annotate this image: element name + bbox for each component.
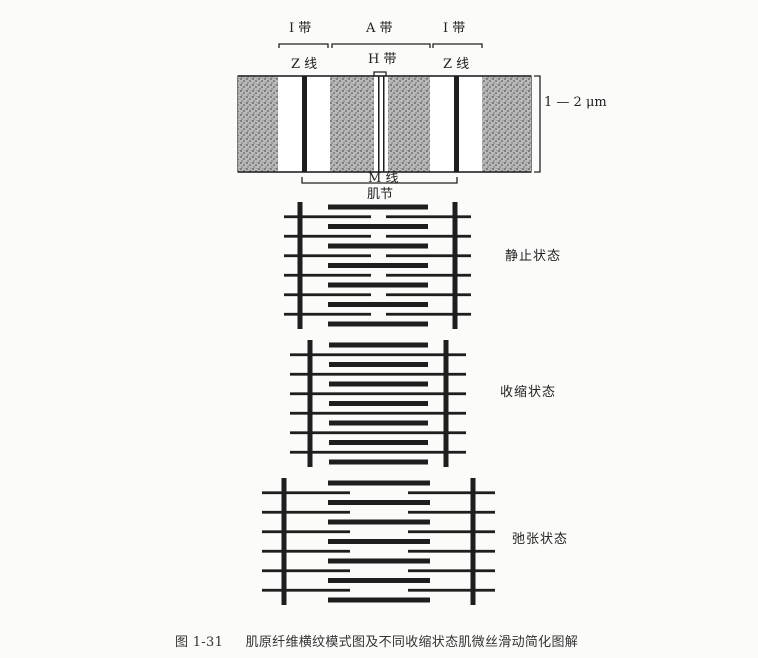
i-band-right-label: I 带 — [443, 21, 466, 36]
figure-title: 肌原纤维横纹模式图及不同收缩状态肌微丝滑动简化图解 — [245, 635, 579, 650]
thin-filament-right — [386, 312, 471, 316]
thin-filament-right — [386, 254, 471, 258]
thick-filament — [328, 597, 430, 603]
thin-filament-left — [284, 234, 371, 238]
thickness-bracket — [534, 75, 541, 173]
thin-filament-left — [284, 273, 371, 277]
h-band-label: H 带 — [368, 52, 397, 67]
m-line-2 — [383, 76, 385, 172]
filament-diagrams — [262, 202, 495, 605]
thick-filament — [328, 204, 428, 210]
a-band-left-edge — [238, 76, 278, 172]
a-band-center-left — [330, 76, 374, 172]
thin-filament-left — [284, 215, 371, 219]
thin-filament-left — [284, 312, 371, 316]
myofibril-striation — [237, 75, 532, 173]
thick-filament — [329, 362, 428, 367]
a-band-center-right — [388, 76, 430, 172]
thick-filament — [328, 321, 428, 327]
thin-filament-right — [386, 273, 471, 277]
z-line-right — [443, 340, 449, 467]
thick-filament — [329, 440, 428, 445]
thick-filament — [328, 243, 428, 249]
thin-filament-right — [408, 530, 495, 534]
figure-number: 图 1-31 — [175, 635, 224, 650]
thin-filament-right — [386, 234, 471, 238]
thick-filament — [328, 263, 428, 268]
i-band-right-bracket — [432, 43, 483, 48]
z-line-left-label: Z 线 — [291, 57, 318, 72]
thin-filament-left — [262, 530, 350, 534]
thin-filament-left — [262, 569, 350, 573]
thin-filament-left — [284, 254, 371, 258]
thick-filament — [328, 480, 430, 486]
filament-diagram-resting — [284, 202, 471, 329]
thin-filament-right — [408, 510, 495, 514]
z-line-left — [302, 76, 307, 172]
state-label-relaxed: 弛张状态 — [512, 532, 569, 547]
thick-filament — [328, 302, 428, 307]
thin-filament-right — [408, 588, 495, 592]
thick-filament — [328, 500, 430, 505]
thick-filament — [329, 401, 428, 406]
thin-filament-left — [262, 491, 350, 495]
thin-filament-right — [408, 549, 495, 553]
thin-filament — [290, 353, 466, 357]
thin-filament-left — [262, 510, 350, 514]
thick-filament — [329, 342, 428, 348]
figure-caption: 图 1-31 肌原纤维横纹模式图及不同收缩状态肌微丝滑动简化图解 — [175, 631, 578, 650]
m-line-1 — [378, 76, 380, 172]
thick-filament — [328, 539, 430, 544]
thin-filament — [290, 450, 466, 454]
state-label-contracted: 收缩状态 — [500, 385, 557, 400]
thick-filament — [329, 459, 428, 465]
thick-filament — [328, 578, 430, 583]
filament-diagram-relaxed — [262, 478, 495, 605]
state-label-resting: 静止状态 — [505, 249, 562, 264]
z-line-right — [470, 478, 476, 605]
thin-filament — [290, 431, 466, 435]
thin-filament — [290, 372, 466, 376]
h-band-bracket — [373, 71, 387, 77]
m-line-label: M 线 — [368, 171, 399, 186]
thin-filament-left — [284, 293, 371, 297]
z-line-left — [307, 340, 313, 467]
z-line-right-label: Z 线 — [443, 57, 470, 72]
thin-filament-right — [408, 569, 495, 573]
thick-filament — [329, 420, 428, 426]
thin-filament-right — [386, 215, 471, 219]
thick-filament — [328, 224, 428, 229]
thin-filament — [290, 392, 466, 396]
filament-diagram-contracted — [290, 340, 466, 467]
thin-filament-right — [408, 491, 495, 495]
thin-filament-left — [262, 588, 350, 592]
sarcomere-bracket — [301, 177, 458, 184]
band-brackets — [278, 43, 541, 184]
thick-filament — [328, 519, 430, 525]
z-line-right — [454, 76, 459, 172]
a-band-right-edge — [482, 76, 531, 172]
thin-filament-left — [262, 549, 350, 553]
a-band-label: A 带 — [366, 21, 393, 36]
thick-filament — [329, 381, 428, 387]
a-band-bracket — [331, 43, 431, 48]
thick-filament — [328, 282, 428, 288]
thin-filament-right — [386, 293, 471, 297]
sarcomere-label: 肌节 — [367, 187, 394, 202]
z-line-right — [452, 202, 458, 329]
z-line-left — [281, 478, 287, 605]
i-band-left-bracket — [278, 43, 329, 48]
z-line-left — [297, 202, 303, 329]
thin-filament — [290, 411, 466, 415]
thickness-label: 1 — 2 μm — [544, 95, 607, 110]
i-band-left-label: I 带 — [289, 21, 312, 36]
thick-filament — [328, 558, 430, 564]
